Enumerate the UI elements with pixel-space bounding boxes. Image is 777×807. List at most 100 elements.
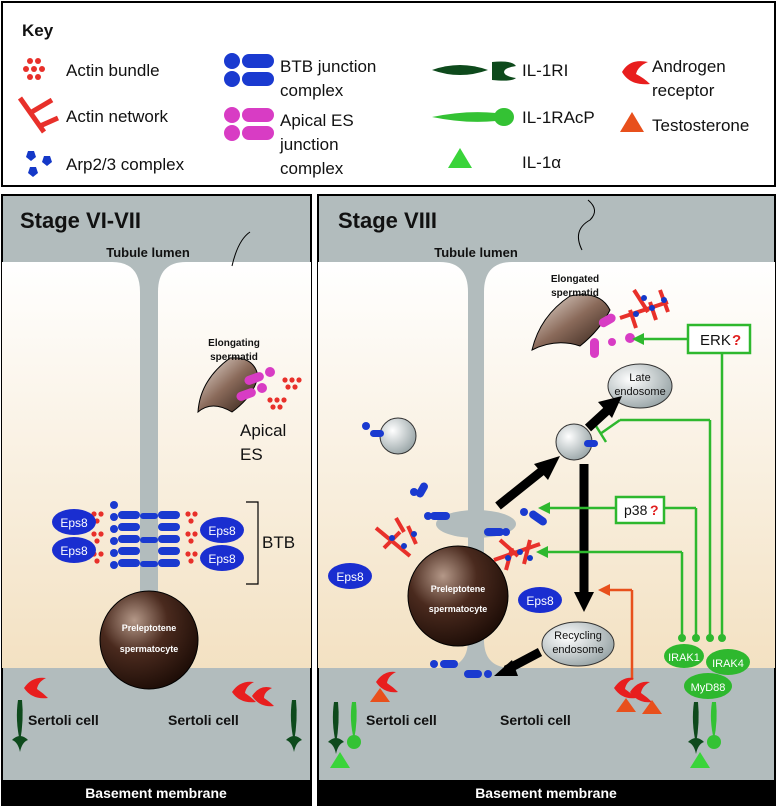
endocytosis-arrow bbox=[495, 462, 551, 510]
right-sertoli-label-1: Sertoli cell bbox=[366, 712, 437, 728]
myd88-oval bbox=[684, 673, 732, 699]
left-btb-actin-bundles bbox=[91, 511, 198, 564]
spermatocyte-label-1: Preleptotene bbox=[122, 623, 177, 633]
recycling-endosome-label-1: Recycling bbox=[554, 630, 602, 642]
key-testosterone-label: Testosterone bbox=[652, 116, 749, 135]
left-spermatid-label-2: spermatid bbox=[210, 352, 258, 363]
right-panel: Preleptotene spermatocyte Elongated sper… bbox=[317, 194, 776, 806]
right-apical-es-junctions bbox=[590, 313, 635, 358]
sertoli-cell-right-cytoplasm bbox=[158, 262, 311, 668]
right-basement-label: Basement membrane bbox=[475, 785, 617, 801]
arp23-complex-icon bbox=[26, 151, 52, 177]
eps8-label: Eps8 bbox=[60, 516, 88, 530]
actin-bundle-icon bbox=[23, 58, 45, 80]
left-basement-label: Basement membrane bbox=[85, 785, 227, 801]
left-panel-title: Stage VI-VII bbox=[20, 208, 141, 233]
apical-es-label-1: Apical bbox=[240, 421, 286, 440]
late-endosome-label-2: endosome bbox=[614, 386, 665, 398]
key-actin-bundle-label: Actin bundle bbox=[66, 61, 160, 80]
eps8-label: Eps8 bbox=[526, 594, 554, 608]
right-sertoli-right-cytoplasm bbox=[484, 262, 775, 668]
right-btb-arp23 bbox=[389, 531, 533, 561]
apical-es-label-2: ES bbox=[240, 445, 263, 464]
vesicle bbox=[379, 417, 417, 455]
apical-es-junction-icon bbox=[224, 107, 274, 141]
key-btb-label-1: BTB junction bbox=[280, 57, 376, 76]
androgen-receptor-icon bbox=[376, 671, 398, 693]
eps8-label: Eps8 bbox=[60, 544, 88, 558]
left-apical-es-junctions bbox=[236, 367, 275, 401]
key-ar-label-1: Androgen bbox=[652, 57, 726, 76]
androgen-receptor-icon bbox=[252, 687, 274, 707]
myd88-label: MyD88 bbox=[691, 682, 726, 694]
right-sertoli-label-2: Sertoli cell bbox=[500, 712, 571, 728]
key-box: Key Actin bundle Actin network Arp2/3 co… bbox=[1, 1, 776, 187]
btb-bracket bbox=[246, 501, 259, 585]
left-panel: Preleptotene spermatocyte Elongating spe… bbox=[1, 194, 312, 806]
androgen-receptor-icon bbox=[24, 677, 48, 699]
left-eps8-group: Eps8 Eps8 Eps8 Eps8 bbox=[52, 509, 244, 571]
il1-receptor-complex-left bbox=[328, 702, 361, 768]
eps8-label: Eps8 bbox=[208, 524, 236, 538]
eps8-oval bbox=[518, 587, 562, 613]
late-endosome-label-1: Late bbox=[629, 372, 650, 384]
left-spermatid-label-1: Elongating bbox=[208, 338, 260, 349]
right-spermatocyte-label-2: spermatocyte bbox=[429, 604, 488, 614]
key-apical-label-2: junction bbox=[279, 135, 339, 154]
androgen-receptor-icon bbox=[622, 61, 650, 85]
left-sertoli-label-2: Sertoli cell bbox=[168, 712, 239, 728]
androgen-receptor-icon bbox=[232, 681, 256, 703]
preleptotene-spermatocyte bbox=[407, 545, 509, 647]
recycled-btb-junction bbox=[430, 660, 492, 678]
right-spermatocyte-label-1: Preleptotene bbox=[431, 584, 486, 594]
irak1-oval bbox=[664, 644, 704, 668]
actin-network-icon bbox=[17, 96, 60, 134]
eps8-oval bbox=[200, 545, 244, 571]
recycling-endosome-label-2: endosome bbox=[552, 644, 603, 656]
left-basement-membrane bbox=[2, 780, 311, 805]
right-basement-membrane bbox=[318, 780, 775, 805]
testosterone-icon bbox=[616, 698, 636, 712]
left-btb-junctions bbox=[110, 501, 180, 569]
il1-receptor-left-2 bbox=[286, 700, 302, 752]
p38-question: ? bbox=[650, 502, 659, 518]
key-arp23-label: Arp2/3 complex bbox=[66, 155, 185, 174]
btb-label: BTB bbox=[262, 533, 295, 552]
il1racp-icon bbox=[432, 108, 514, 126]
eps8-label: Eps8 bbox=[208, 552, 236, 566]
key-il1ri-label: IL-1RI bbox=[522, 61, 568, 80]
il1-receptor-left-1 bbox=[12, 700, 28, 752]
p38-box bbox=[614, 495, 666, 525]
il1ri-icon bbox=[432, 61, 516, 81]
androgen-receptor-icon bbox=[614, 677, 636, 699]
key-actin-network-label: Actin network bbox=[66, 107, 169, 126]
recycling-endosome bbox=[541, 621, 615, 667]
eps8-oval bbox=[200, 517, 244, 543]
key-btb-label-2: complex bbox=[280, 81, 344, 100]
irak4-label: IRAK4 bbox=[712, 658, 744, 670]
right-btb-junctions bbox=[410, 482, 547, 536]
right-spermatid-label-2: spermatid bbox=[551, 288, 599, 299]
erk-question: ? bbox=[732, 332, 741, 349]
key-ar-label-2: receptor bbox=[652, 81, 715, 100]
right-panel-title: Stage VIII bbox=[338, 208, 437, 233]
left-lumen-label: Tubule lumen bbox=[106, 245, 190, 260]
eps8-oval bbox=[328, 563, 372, 589]
btb-junction-icon bbox=[224, 53, 274, 87]
spermatocyte-label-2: spermatocyte bbox=[120, 644, 179, 654]
left-apical-actin-bundle bbox=[267, 377, 302, 410]
right-lumen-label: Tubule lumen bbox=[434, 245, 518, 260]
il1a-icon bbox=[448, 148, 472, 168]
eps8-oval bbox=[52, 537, 96, 563]
preleptotene-spermatocyte bbox=[99, 590, 199, 690]
sertoli-cell-left-cytoplasm bbox=[2, 262, 140, 668]
key-il1racp-label: IL-1RAcP bbox=[522, 108, 595, 127]
late-endosome bbox=[607, 363, 673, 409]
erk-box bbox=[686, 323, 752, 355]
irak1-label: IRAK1 bbox=[668, 652, 700, 664]
key-title: Key bbox=[22, 21, 54, 40]
eps8-label: Eps8 bbox=[336, 570, 364, 584]
testosterone-icon bbox=[620, 112, 644, 132]
testosterone-icon bbox=[642, 700, 662, 714]
